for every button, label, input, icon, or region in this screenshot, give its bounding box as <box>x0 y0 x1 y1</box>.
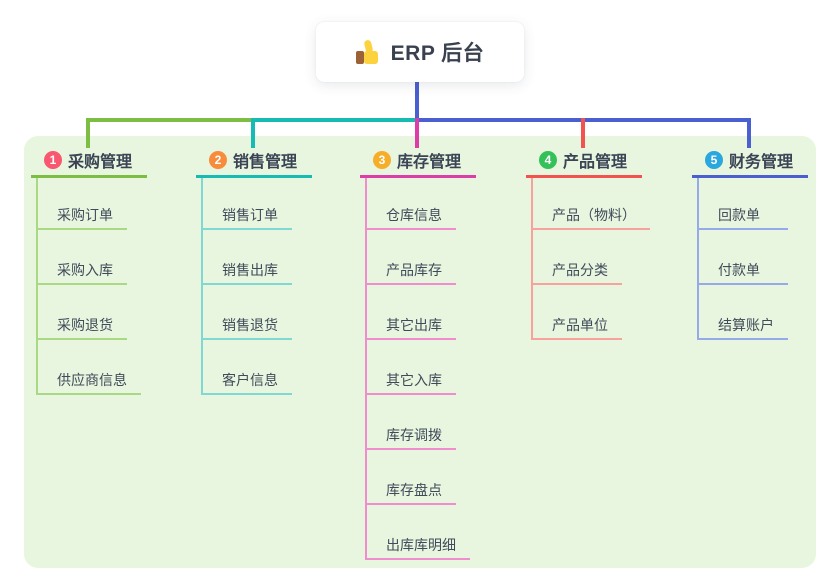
child-node[interactable]: 库存盘点 <box>386 482 442 498</box>
child-underline <box>697 283 788 285</box>
child-underline <box>201 228 292 230</box>
branch-title-underline <box>196 175 312 178</box>
child-node[interactable]: 销售退货 <box>222 317 278 333</box>
connector-drop <box>747 118 751 148</box>
branch-header[interactable]: 5 财务管理 <box>692 146 808 174</box>
connector-drop <box>251 118 255 148</box>
connector-drop <box>86 118 90 148</box>
child-node[interactable]: 销售出库 <box>222 262 278 278</box>
connector-bus-segment <box>253 118 417 122</box>
child-node[interactable]: 采购入库 <box>57 262 113 278</box>
connector-drop <box>581 118 585 148</box>
branch-number-badge: 4 <box>539 151 557 169</box>
branch-number-badge: 2 <box>209 151 227 169</box>
child-underline <box>531 283 622 285</box>
child-underline <box>365 448 456 450</box>
branch-header[interactable]: 2 销售管理 <box>196 146 312 174</box>
child-node[interactable]: 产品单位 <box>552 317 608 333</box>
child-underline <box>36 228 127 230</box>
child-node[interactable]: 产品分类 <box>552 262 608 278</box>
child-underline <box>365 228 456 230</box>
branch-label: 采购管理 <box>68 154 133 171</box>
child-node[interactable]: 付款单 <box>718 262 760 278</box>
child-node[interactable]: 客户信息 <box>222 372 278 388</box>
root-node[interactable]: ERP 后台 <box>316 22 524 82</box>
branch-title-underline <box>526 175 642 178</box>
branch-header[interactable]: 4 产品管理 <box>526 146 642 174</box>
child-node[interactable]: 销售订单 <box>222 207 278 223</box>
child-node[interactable]: 采购订单 <box>57 207 113 223</box>
branch-header[interactable]: 3 库存管理 <box>360 146 476 174</box>
child-node[interactable]: 产品（物料） <box>552 207 636 223</box>
child-underline <box>697 228 788 230</box>
branch-label: 产品管理 <box>563 154 628 171</box>
branch-title-underline <box>360 175 476 178</box>
child-underline <box>201 338 292 340</box>
branch-label: 库存管理 <box>397 154 462 171</box>
child-underline <box>365 558 470 560</box>
child-underline <box>36 393 141 395</box>
branch-number-badge: 5 <box>705 151 723 169</box>
child-underline <box>201 393 292 395</box>
child-underline <box>365 503 456 505</box>
branch-spine <box>697 178 699 340</box>
branch-spine <box>36 178 38 395</box>
child-underline <box>697 338 788 340</box>
branch-spine <box>365 178 367 560</box>
connector-bus-segment <box>86 118 253 122</box>
child-underline <box>531 228 650 230</box>
branch-spine <box>531 178 533 340</box>
mindmap-panel <box>24 136 816 568</box>
child-node[interactable]: 其它入库 <box>386 372 442 388</box>
branch-label: 销售管理 <box>233 154 298 171</box>
thumbs-up-icon <box>355 38 381 65</box>
child-node[interactable]: 回款单 <box>718 207 760 223</box>
branch-spine <box>201 178 203 395</box>
branch-title-underline <box>31 175 147 178</box>
branch-label: 财务管理 <box>729 154 794 171</box>
child-underline <box>531 338 622 340</box>
branch-number-badge: 3 <box>373 151 391 169</box>
child-underline <box>201 283 292 285</box>
root-node-label: ERP 后台 <box>390 42 485 65</box>
branch-number-badge: 1 <box>44 151 62 169</box>
child-node[interactable]: 其它出库 <box>386 317 442 333</box>
child-underline <box>365 393 456 395</box>
child-node[interactable]: 产品库存 <box>386 262 442 278</box>
child-node[interactable]: 库存调拨 <box>386 427 442 443</box>
child-underline <box>365 283 456 285</box>
child-node[interactable]: 仓库信息 <box>386 207 442 223</box>
child-underline <box>36 283 127 285</box>
child-node[interactable]: 结算账户 <box>718 317 774 333</box>
branch-title-underline <box>692 175 808 178</box>
child-node[interactable]: 采购退货 <box>57 317 113 333</box>
connector-drop <box>415 118 419 148</box>
child-underline <box>365 338 456 340</box>
branch-header[interactable]: 1 采购管理 <box>31 146 147 174</box>
child-node[interactable]: 供应商信息 <box>57 372 127 388</box>
root-connector <box>415 82 419 120</box>
child-node[interactable]: 出库库明细 <box>386 537 456 553</box>
child-underline <box>36 338 127 340</box>
